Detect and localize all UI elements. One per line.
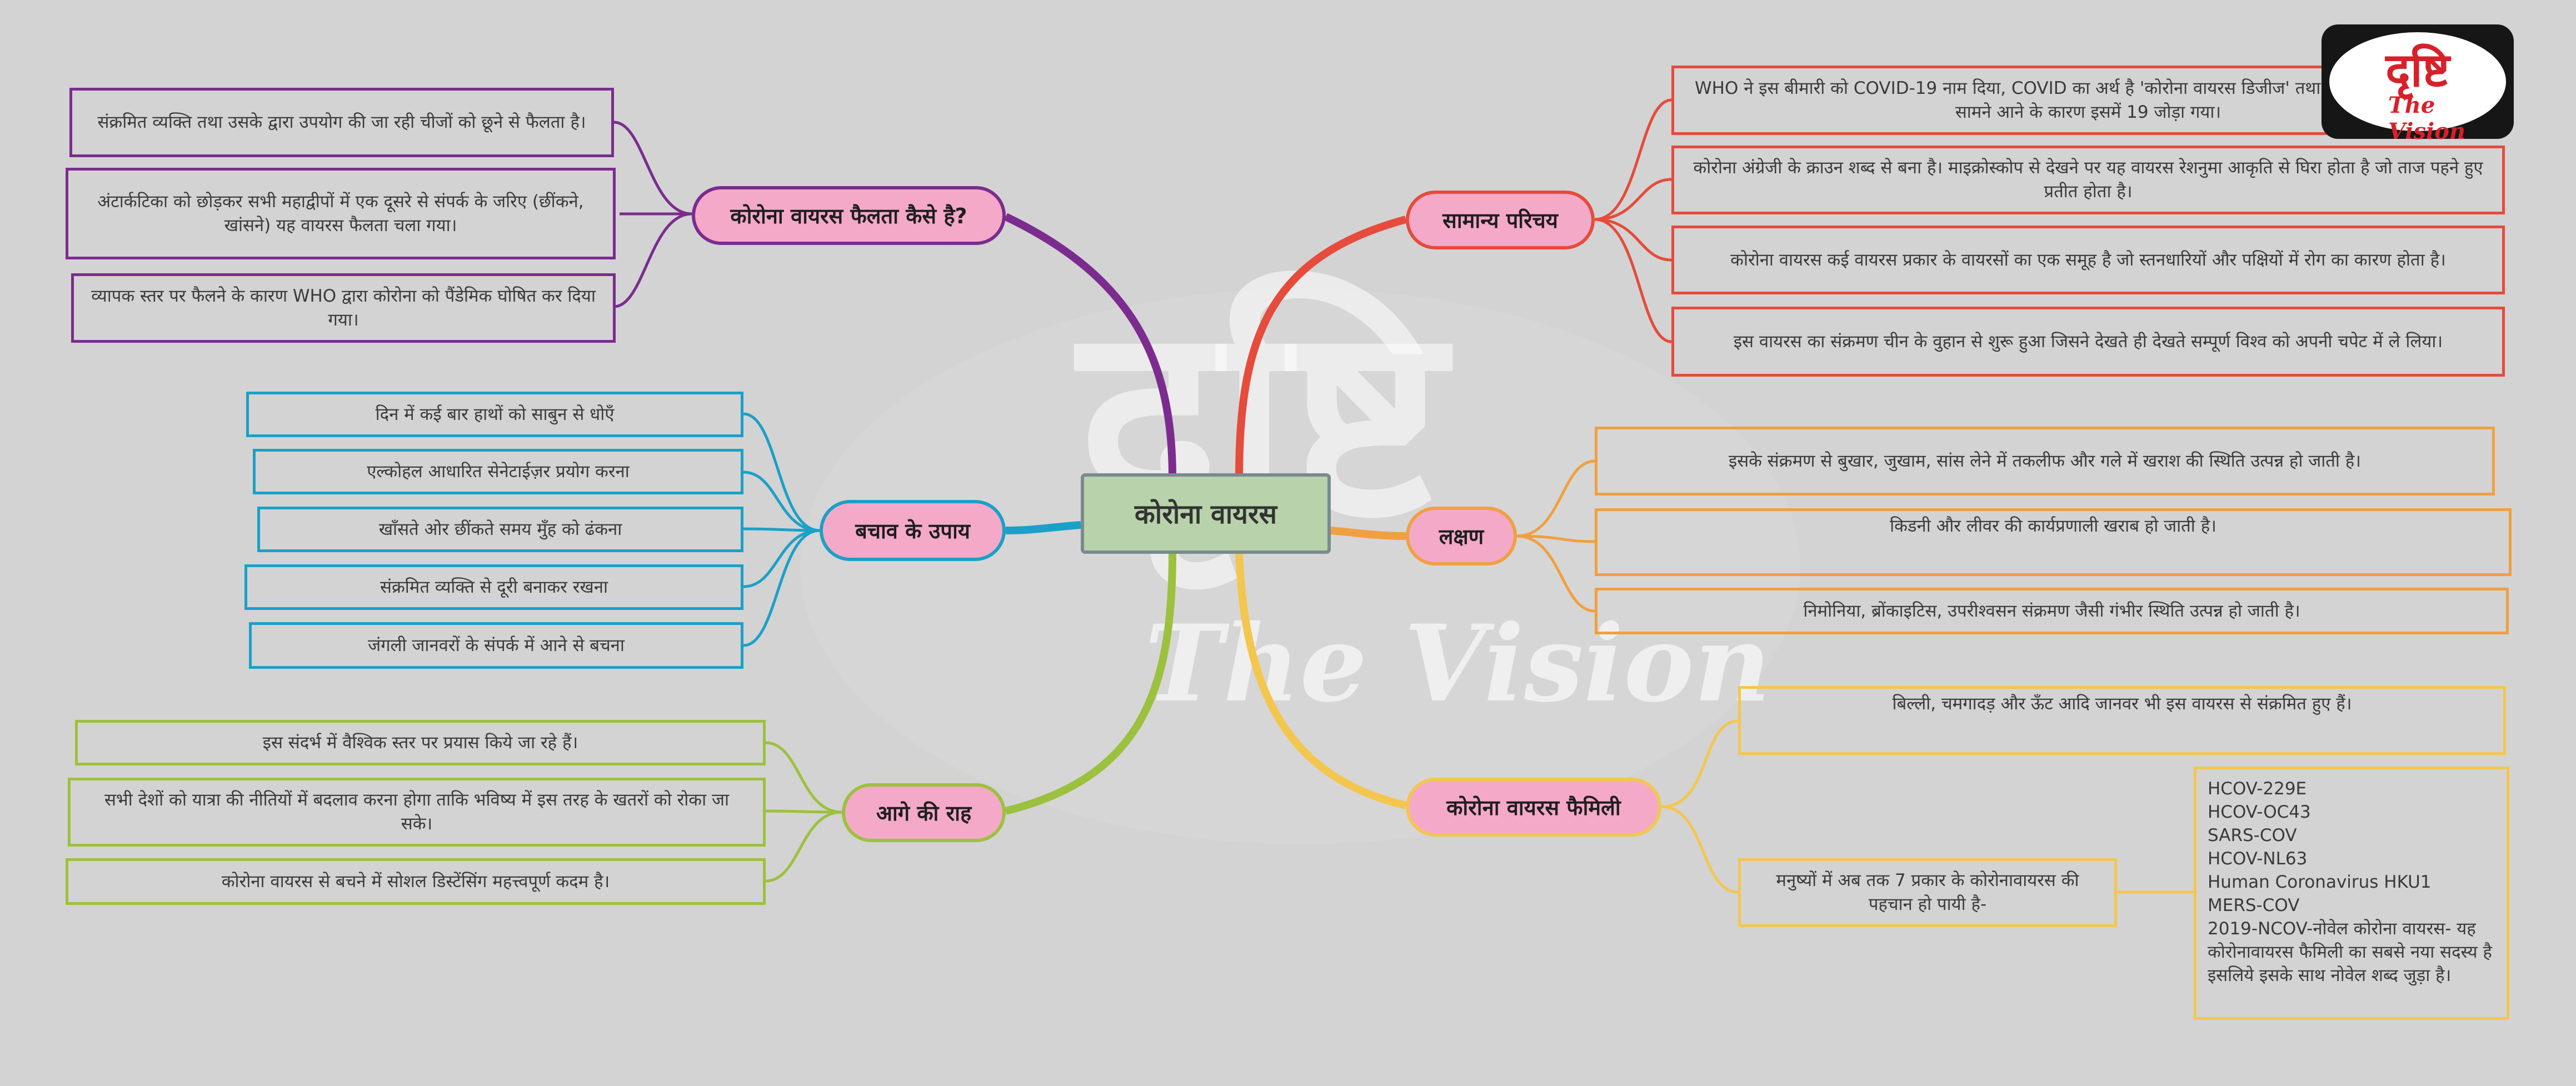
- prevention-item-2: एल्कोहल आधारित सेनेटाईज़र प्रयोग करना: [253, 449, 743, 494]
- family-type-7: 2019-NCOV-नोवेल कोरोना वायरस- यह कोरोनाव…: [2208, 919, 2492, 985]
- way-forward-item-3: कोरोना वायरस से बचने में सोशल डिस्टेंसिं…: [66, 858, 766, 905]
- symptoms-item-3: निमोनिया, ब्रोंकाइटिस, उपरीश्वसन संक्रमण…: [1595, 588, 2509, 634]
- connector-center-spread: [1004, 213, 1176, 478]
- family-type-1: HCOV-229E: [2208, 779, 2307, 799]
- connector-center-symptoms: [1330, 527, 1406, 540]
- way-forward-item-1: इस संदर्भ में वैश्विक स्तर पर प्रयास किय…: [75, 720, 766, 765]
- connector-center-prevention: [1005, 521, 1081, 534]
- way-forward-item-2: सभी देशों को यात्रा की नीतियों में बदलाव…: [68, 778, 766, 847]
- branch-way-forward-label: आगे की राह: [876, 801, 972, 825]
- family-animals-text: बिल्ली, चमगादड़ और ऊँट आदि जानवर भी इस व…: [1892, 694, 2352, 714]
- family-types-list: HCOV-229E HCOV-OC43 SARS-COV HCOV-NL63 H…: [2194, 767, 2509, 1020]
- family-type-6: MERS-COV: [2208, 895, 2300, 915]
- branch-symptoms-label: लक्षण: [1439, 524, 1484, 549]
- intro-item-4: इस वायरस का संक्रमण चीन के वुहान से शुरू…: [1671, 307, 2505, 377]
- family-animals: बिल्ली, चमगादड़ और ऊँट आदि जानवर भी इस व…: [1738, 686, 2506, 755]
- center-node: कोरोना वायरस: [1081, 473, 1331, 554]
- connector-center-wayforward: [1005, 552, 1176, 815]
- family-type-3: SARS-COV: [2208, 825, 2297, 845]
- symptoms-item-1: इसके संक्रमण से बुखार, जुखाम, सांस लेने …: [1595, 427, 2495, 496]
- branch-prevention: बचाव के उपाय: [820, 500, 1006, 561]
- symptoms-item-2: किडनी और लीवर की कार्यप्रणाली खराब हो जा…: [1595, 508, 2512, 576]
- branch-prevention-label: बचाव के उपाय: [855, 519, 970, 543]
- branch-family-label: कोरोना वायरस फैमिली: [1446, 795, 1621, 820]
- logo-subtitle: The Vision: [2388, 92, 2466, 144]
- drishti-logo: दृष्टि The Vision: [2322, 24, 2514, 144]
- branch-family: कोरोना वायरस फैमिली: [1406, 778, 1661, 837]
- symptoms-item-2-text: किडनी और लीवर की कार्यप्रणाली खराब हो जा…: [1890, 516, 2216, 536]
- family-type-5: Human Coronavirus HKU1: [2208, 872, 2432, 892]
- spread-item-3: व्यापक स्तर पर फैलने के कारण WHO द्वारा …: [71, 273, 616, 343]
- intro-item-3: कोरोना वायरस कई वायरस प्रकार के वायरसों …: [1671, 226, 2505, 294]
- prevention-item-1: दिन में कई बार हाथों को साबुन से धोएँ: [246, 392, 743, 437]
- connector-center-intro: [1235, 216, 1407, 478]
- branch-intro: सामान्य परिचय: [1406, 191, 1595, 249]
- logo-title: दृष्टि: [2385, 43, 2450, 97]
- intro-item-2: कोरोना अंग्रेजी के क्राउन शब्द से बना है…: [1671, 146, 2505, 214]
- center-label: कोरोना वायरस: [1134, 499, 1277, 530]
- spread-item-2: अंटार्कटिका को छोड़कर सभी महाद्वीपों में…: [66, 168, 616, 259]
- family-humans: मनुष्यों में अब तक 7 प्रकार के कोरोनावाय…: [1738, 858, 2117, 927]
- family-type-2: HCOV-OC43: [2208, 802, 2311, 822]
- family-type-4: HCOV-NL63: [2208, 849, 2308, 869]
- prevention-item-5: जंगली जानवरों के संपर्क में आने से बचना: [249, 622, 743, 669]
- prevention-item-4: संक्रमित व्यक्ति से दूरी बनाकर रखना: [244, 564, 743, 610]
- branch-way-forward: आगे की राह: [842, 783, 1006, 842]
- branch-spread-label: कोरोना वायरस फैलता कैसे है?: [730, 204, 967, 228]
- logo-oval: [2329, 32, 2506, 131]
- branch-symptoms: लक्षण: [1406, 507, 1517, 565]
- connector-center-family: [1235, 552, 1407, 809]
- branch-intro-label: सामान्य परिचय: [1442, 208, 1558, 233]
- prevention-item-3: खाँसते ओर छींकते समय मुँह को ढंकना: [257, 507, 743, 552]
- branch-spread: कोरोना वायरस फैलता कैसे है?: [692, 186, 1006, 245]
- spread-item-1: संक्रमित व्यक्ति तथा उसके द्वारा उपयोग क…: [69, 88, 614, 157]
